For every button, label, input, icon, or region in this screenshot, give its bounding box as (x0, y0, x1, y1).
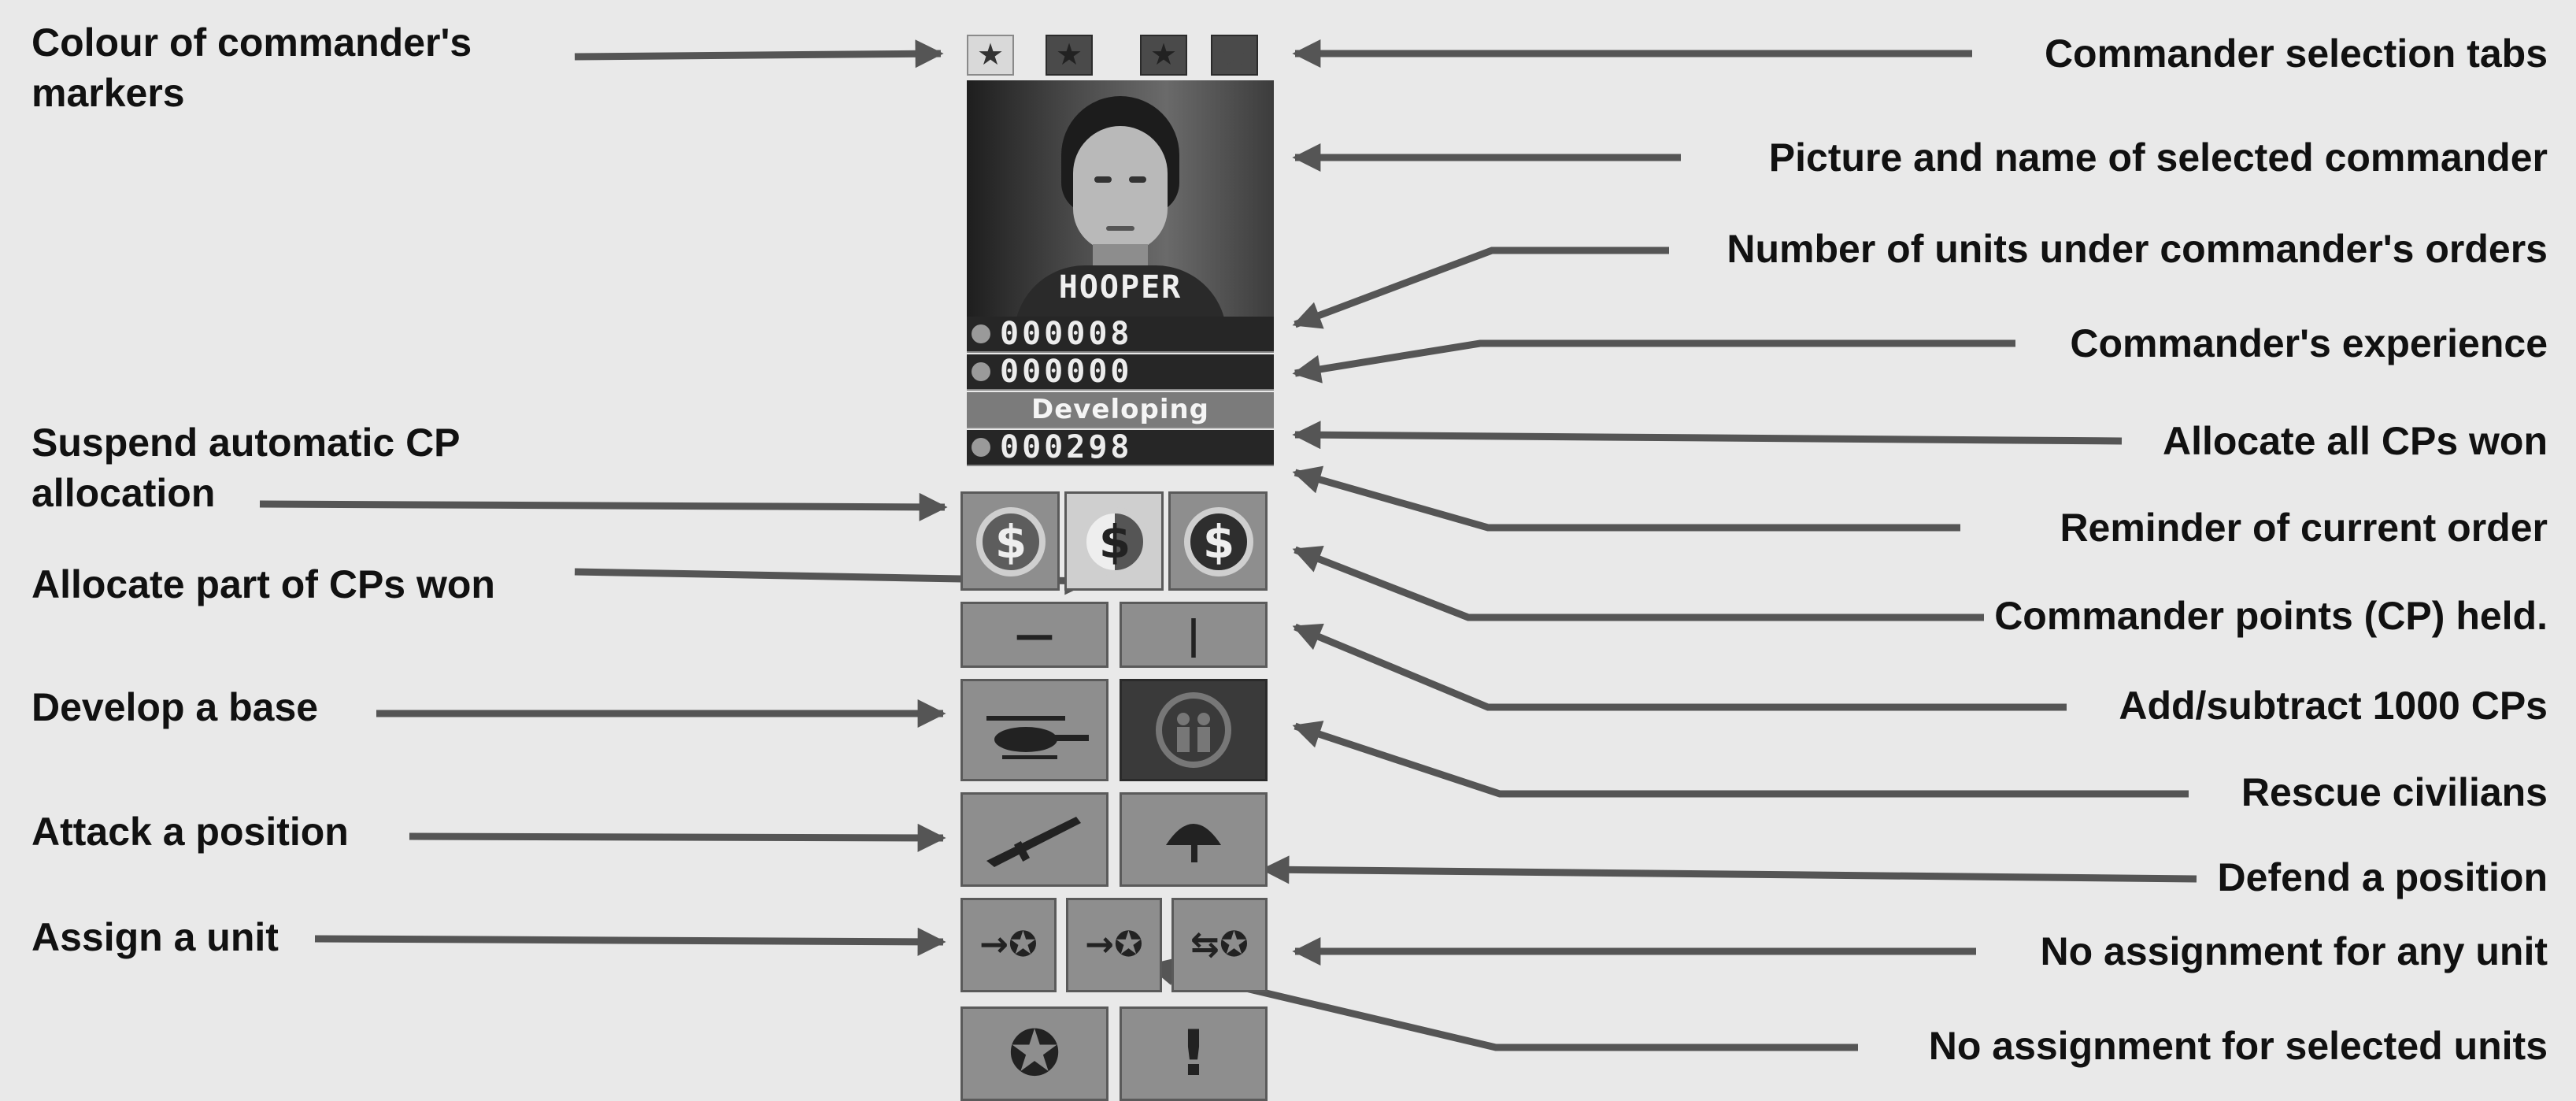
arrow-cp-held (1292, 546, 1984, 621)
experience-value: 000000 (1000, 354, 1133, 390)
current-order-value: Developing (1031, 394, 1210, 425)
label-current-order: Reminder of current order (2060, 506, 2548, 550)
label-picture-name: Picture and name of selected commander (1768, 135, 2548, 180)
label-text: Colour of commander's markers (31, 20, 472, 115)
label-selection-tabs: Commander selection tabs (2044, 32, 2548, 76)
portrait-eye (1129, 176, 1146, 183)
rescue-civilians-button[interactable] (1120, 679, 1268, 781)
dollar-coin-icon: $ (976, 507, 1046, 576)
experience-readout: 000000 (967, 354, 1274, 391)
experience-icon (972, 362, 990, 381)
assign-star-icon: ⇆✪ (1190, 925, 1249, 965)
arrow-rescue (1292, 721, 2189, 798)
label-allocate-all: Allocate all CPs won (2162, 419, 2548, 463)
arrow-current-order (1292, 465, 1960, 532)
star-icon: ★ (976, 39, 1005, 72)
commander-star-button[interactable]: ✪ (960, 1006, 1108, 1101)
star-circle-icon: ✪ (1008, 1017, 1061, 1090)
arrow-allocate-all (1292, 421, 2123, 450)
portrait-face (1073, 126, 1168, 252)
label-defend-position: Defend a position (2217, 855, 2548, 899)
label-add-subtract: Add/subtract 1000 CPs (2119, 684, 2548, 728)
dollar-coin-full-icon: $ (1184, 507, 1253, 576)
assign-star-icon: →✪ (1085, 925, 1143, 965)
alert-button[interactable]: ! (1120, 1006, 1268, 1101)
commander-tab-3[interactable]: ★ (1140, 35, 1187, 76)
arrow-suspend-cp (259, 492, 948, 521)
label-units-count: Number of units under commander's orders (1727, 227, 2548, 271)
defend-position-button[interactable] (1120, 792, 1268, 887)
arrow-experience (1292, 339, 2015, 384)
portrait-mouth (1106, 226, 1134, 231)
label-no-assign-selected: No assignment for selected units (1928, 1024, 2548, 1068)
suspend-cp-button[interactable]: $ (960, 491, 1060, 591)
label-text: Suspend automatic CP allocation (31, 421, 460, 515)
allocate-part-cp-button[interactable]: $ (1064, 491, 1164, 591)
rifle-icon (986, 817, 1081, 867)
civilians-icon (1156, 692, 1231, 768)
arrow-attack (409, 823, 946, 852)
label-experience: Commander's experience (2070, 321, 2548, 365)
arrow-assign (314, 927, 946, 956)
portrait-eye (1094, 176, 1112, 183)
label-attack-position: Attack a position (31, 810, 349, 854)
dollar-coin-half-icon: $ (1080, 507, 1149, 576)
arrow-add-subtract (1292, 623, 2067, 711)
attack-position-button[interactable] (960, 792, 1108, 887)
cp-held-value: 000298 (1000, 429, 1133, 465)
label-suspend-cp: Suspend automatic CP allocation (31, 417, 504, 518)
commander-tab-1[interactable]: ★ (967, 35, 1014, 76)
commander-portrait: HOOPER (967, 80, 1274, 317)
commander-name: HOOPER (1058, 269, 1183, 306)
star-icon: ★ (1149, 39, 1178, 72)
current-order-readout: Developing (967, 392, 1274, 428)
assign-unit-button[interactable]: →✪ (960, 898, 1057, 992)
arrow-colour-markers (574, 39, 944, 69)
subtract-1000-button[interactable]: — (960, 602, 1108, 668)
develop-base-button[interactable] (960, 679, 1108, 781)
label-colour-markers: Colour of commander's markers (31, 17, 535, 118)
label-allocate-part: Allocate part of CPs won (31, 562, 495, 606)
no-assignment-selected-button[interactable]: →✪ (1066, 898, 1162, 992)
label-rescue-civilians: Rescue civilians (2241, 770, 2548, 814)
cp-icon (972, 438, 990, 457)
plus-icon: | (1186, 612, 1201, 658)
units-count-value: 000008 (1000, 316, 1133, 352)
no-assignment-any-button[interactable]: ⇆✪ (1171, 898, 1268, 992)
arrow-no-assign-selected (1146, 957, 1858, 1051)
cp-held-readout: 000298 (967, 430, 1274, 466)
arrow-units-count (1292, 247, 1669, 329)
units-icon (972, 324, 990, 343)
exclamation-icon: ! (1179, 1017, 1208, 1090)
label-no-assign-any: No assignment for any unit (2040, 929, 2548, 973)
allocate-all-cp-button[interactable]: $ (1168, 491, 1268, 591)
commander-tab-4[interactable]: ★ (1211, 35, 1258, 76)
helicopter-icon (986, 716, 1089, 759)
label-cp-held: Commander points (CP) held. (1994, 594, 2548, 638)
commander-tab-2[interactable]: ★ (1046, 35, 1093, 76)
add-1000-button[interactable]: | (1120, 602, 1268, 668)
star-icon: ★ (1055, 39, 1083, 72)
label-develop-base: Develop a base (31, 685, 319, 729)
label-assign-unit: Assign a unit (31, 915, 279, 959)
assign-star-icon: →✪ (979, 925, 1038, 965)
commander-panel: ★ ★ ★ ★ HOOPER 000008 000000 Developing … (960, 32, 1275, 1101)
minus-icon: — (1015, 612, 1054, 658)
arrow-defend (1260, 855, 2197, 884)
helmet-icon (1166, 824, 1221, 862)
units-count-readout: 000008 (967, 317, 1274, 353)
star-icon: ★ (1220, 39, 1249, 72)
